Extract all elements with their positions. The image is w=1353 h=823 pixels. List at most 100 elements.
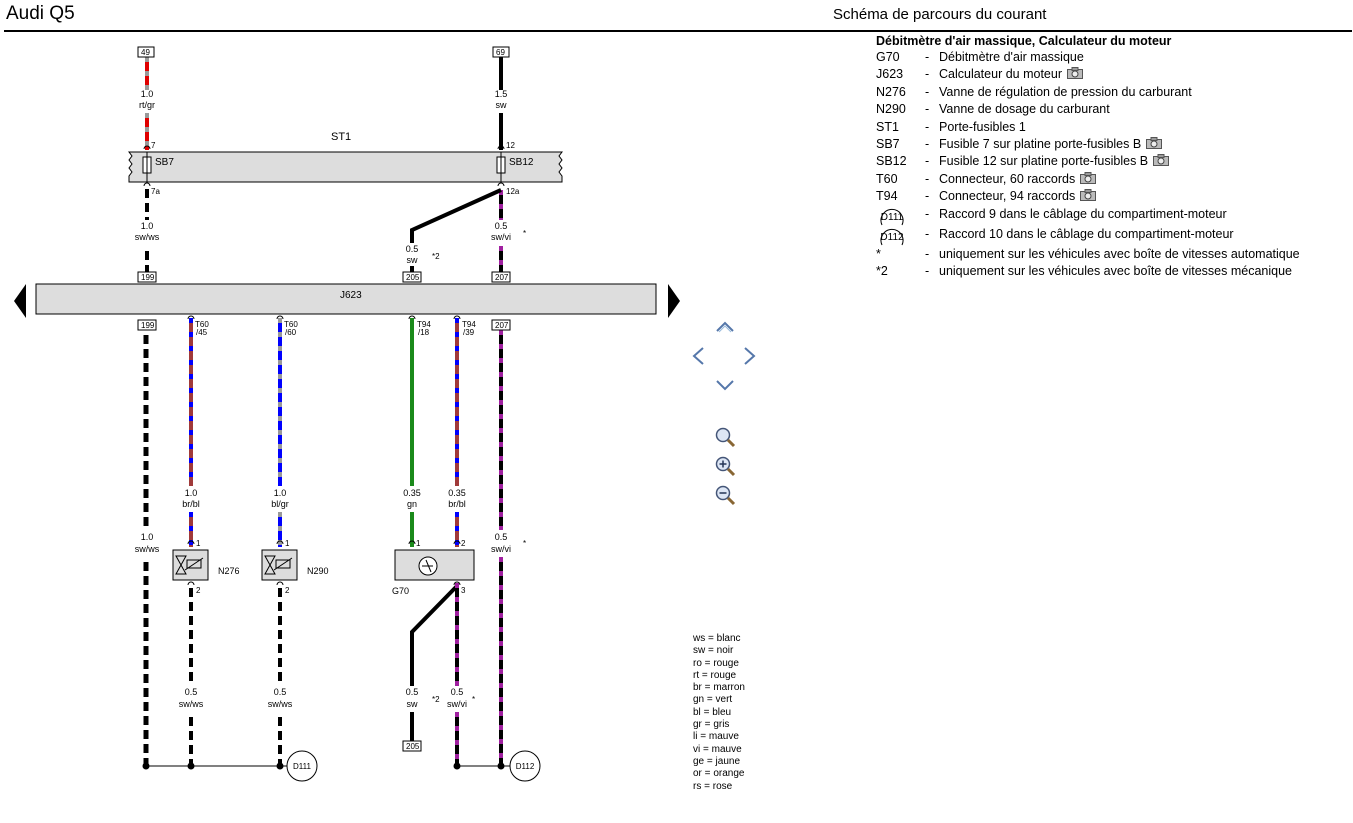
leg-desc-text: uniquement sur les véhicules avec boîte … — [939, 246, 1300, 261]
color-code-row: ws = blanc — [693, 633, 745, 645]
leg-dash: - — [925, 246, 930, 261]
pan-right-icon[interactable] — [743, 346, 757, 366]
valve-icon — [175, 555, 204, 575]
color-eq: = — [701, 768, 714, 780]
header-divider — [4, 30, 1352, 32]
pan-down-icon[interactable] — [715, 379, 735, 391]
color-code-row: rt = rouge — [693, 670, 745, 682]
wire-color: br/bl — [448, 499, 466, 509]
camera-icon[interactable] — [1146, 136, 1163, 149]
legend-item: J623-Calculateur du moteur — [876, 65, 1171, 82]
zoom-reset-icon[interactable] — [714, 426, 736, 448]
wire-size: 0.5 — [274, 687, 287, 697]
color-name: noir — [716, 645, 734, 657]
leg-code: *2 — [876, 263, 888, 278]
camera-icon[interactable] — [1153, 154, 1170, 167]
leg-dash: - — [925, 119, 930, 134]
connector-label: /45 — [196, 328, 208, 337]
camera-icon[interactable] — [1080, 189, 1097, 202]
footnote-marker: * — [523, 229, 526, 238]
color-name: vert — [715, 694, 733, 706]
zoom-in-icon[interactable] — [714, 455, 736, 477]
leg-code: T94 — [876, 189, 898, 204]
color-eq: = — [701, 657, 714, 669]
connector-plug — [453, 315, 461, 320]
pan-up-icon[interactable] — [715, 321, 735, 333]
leg-desc-text: Débitmètre d'air massique — [939, 50, 1084, 64]
wiring-diagram: ST1 SB7 SB12 J623 49 69 199 205 207 199 … — [35, 46, 657, 782]
color-code: gr — [693, 719, 702, 731]
leg-dash: - — [925, 206, 930, 221]
color-name: bleu — [712, 706, 732, 718]
color-code-row: li = mauve — [693, 731, 745, 743]
color-code-row: ro = rouge — [693, 658, 745, 670]
legend-item: *-uniquement sur les véhicules avec boît… — [876, 245, 1300, 262]
color-name: rouge — [710, 669, 737, 681]
leg-code: D112 — [880, 232, 904, 243]
scroll-right-arrow-icon[interactable] — [666, 284, 680, 318]
leg-dash: - — [925, 136, 930, 151]
n290-label: N290 — [307, 566, 329, 576]
leg-desc-text: Porte-fusibles 1 — [939, 119, 1026, 134]
color-code: ws — [693, 633, 706, 644]
connector-plug — [453, 581, 461, 586]
color-code: gn — [693, 694, 705, 706]
wire-size: 1.0 — [141, 532, 154, 542]
leg-desc: uniquement sur les véhicules avec boîte … — [939, 264, 1292, 278]
track-207-lower: 207 — [495, 321, 509, 330]
wire-color: br/bl — [182, 499, 200, 509]
d112-junction — [509, 750, 541, 782]
legend-item: D111-Raccord 9 dans le câblage du compar… — [876, 205, 1227, 225]
color-code: br — [693, 682, 702, 694]
color-eq: = — [704, 694, 716, 706]
legend-item: N290-Vanne de dosage du carburant — [876, 100, 1171, 117]
wire-size: 0.5 — [451, 687, 464, 697]
connector-label: T60 — [284, 320, 298, 329]
connector-plug — [276, 315, 284, 320]
zoom-out-icon[interactable] — [714, 484, 736, 506]
legend-item: T94-Connecteur, 94 raccords — [876, 187, 1171, 204]
footnote-marker: *2 — [432, 695, 440, 704]
scroll-left-arrow-icon[interactable] — [14, 284, 28, 318]
st1-fuse-carrier — [128, 151, 563, 183]
connector-label: /60 — [285, 328, 297, 337]
camera-icon[interactable] — [1080, 171, 1097, 184]
leg-desc-text: Calculateur du moteur — [939, 67, 1062, 82]
legend-item: D112 -Raccord 10 dans le câblage du compa… — [876, 225, 1234, 245]
pin-label: 1 — [416, 539, 421, 548]
color-code-row: sw = noir — [693, 645, 745, 657]
camera-icon[interactable] — [1066, 67, 1083, 80]
color-eq: = — [705, 645, 717, 657]
pan-left-icon[interactable] — [691, 346, 705, 366]
track-69: 69 — [496, 48, 505, 57]
wire-color: rt/gr — [139, 100, 155, 110]
wire-size: 0.5 — [495, 532, 508, 542]
leg-desc: Vanne de dosage du carburant — [939, 102, 1110, 116]
legend-item: SB12-Fusible 12 sur platine porte-fusibl… — [876, 152, 1171, 169]
leg-desc: Raccord 10 dans le câblage du compartime… — [939, 226, 1234, 241]
legend-item: *2-uniquement sur les véhicules avec boî… — [876, 262, 1292, 279]
color-code-row: gn = vert — [693, 694, 745, 706]
leg-desc: Débitmètre d'air massique — [939, 50, 1084, 64]
sb7-label: SB7 — [155, 157, 174, 168]
pin-sb7-in: 7 — [151, 141, 156, 150]
n290-valve — [261, 549, 298, 581]
connector-plug — [276, 540, 284, 545]
leg-dash: - — [925, 67, 930, 82]
leg-code: SB12 — [876, 154, 907, 169]
wire-color: sw/ws — [135, 232, 160, 242]
color-code-row: vi = mauve — [693, 744, 745, 756]
color-name: marron — [713, 682, 745, 694]
leg-dash: - — [925, 226, 930, 241]
connector-plug — [408, 315, 416, 320]
junction-symbol-icon: D112 — [880, 228, 904, 245]
wire-size: 1.0 — [274, 488, 287, 498]
connector-label: T94 — [462, 320, 476, 329]
leg-dash: - — [925, 171, 930, 186]
wire-size: 0.35 — [403, 488, 421, 498]
color-code-row: br = marron — [693, 682, 745, 694]
color-code-row: gr = gris — [693, 719, 745, 731]
color-code-row: rs = rose — [693, 781, 745, 793]
leg-desc: Calculateur du moteur — [939, 67, 1083, 81]
leg-desc-text: Fusible 12 sur platine porte-fusibles B — [939, 154, 1149, 169]
